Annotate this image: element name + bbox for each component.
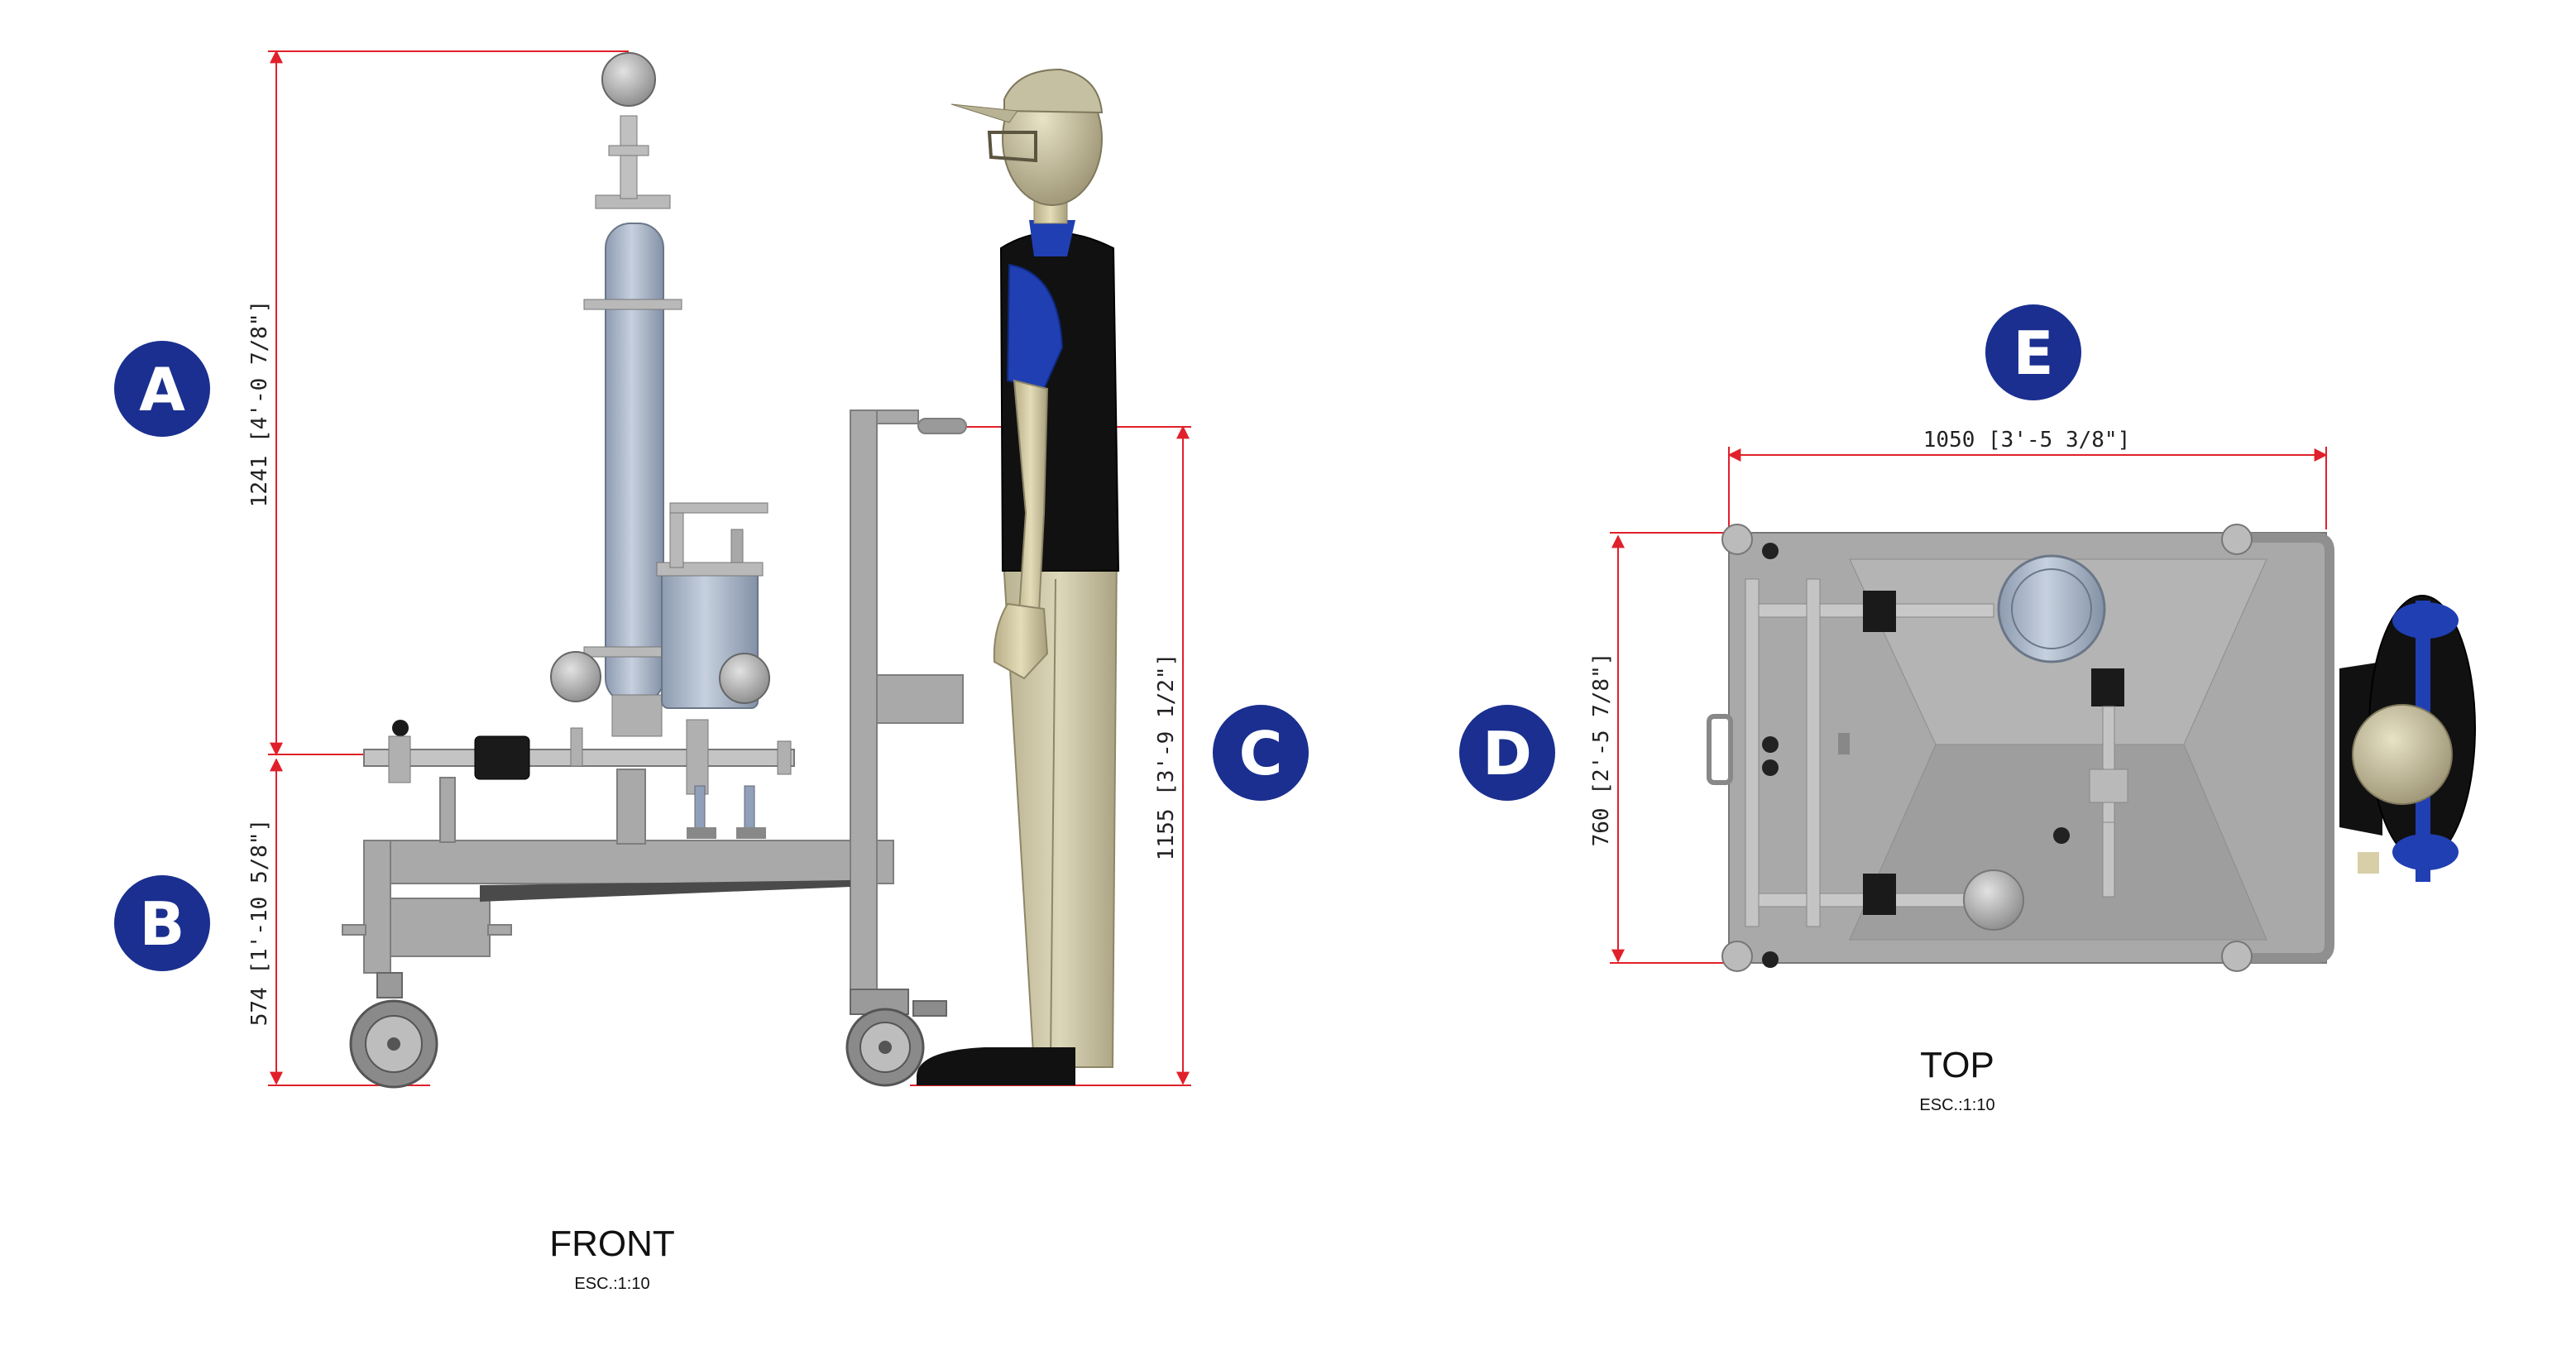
filter-vessel — [583, 52, 682, 737]
pump-head-icon — [1963, 869, 2024, 931]
badge-a-letter: A — [139, 355, 185, 424]
dimension-e-label: 1050 [3'-5 3/8"] — [1923, 428, 2130, 453]
valve-knob-icon — [392, 720, 409, 736]
badge-c: C — [1213, 705, 1309, 801]
cap-icon — [1003, 68, 1104, 114]
push-handle — [2234, 533, 2334, 963]
left-gauge-icon — [550, 651, 601, 702]
badge-c-letter: C — [1239, 719, 1283, 788]
front-view-scale: ESC.:1:10 — [574, 1275, 649, 1293]
human-figure — [917, 68, 1120, 1085]
manifold-piping — [363, 719, 795, 839]
top-view-scale: ESC.:1:10 — [1919, 1096, 1994, 1114]
human-top — [2339, 595, 2476, 882]
left-caster — [349, 972, 438, 1089]
pump-motor — [474, 735, 530, 780]
dimension-d-label: 760 [2'-5 7/8"] — [1589, 653, 1614, 847]
front-view: 1241 [4'-0 7/8"] 574 [1'-10 5/8"] 1155 [… — [247, 50, 1191, 1293]
badge-d-letter: D — [1482, 719, 1532, 788]
top-gauge-icon — [601, 52, 656, 107]
dimension-c-label: 1155 [3'-9 1/2"] — [1154, 654, 1179, 860]
dimension-b: 574 [1'-10 5/8"] — [247, 758, 430, 1086]
filter-housing-icon — [1997, 554, 2106, 663]
side-handle — [1707, 714, 1733, 785]
badge-b: B — [114, 875, 210, 971]
cart-frame — [342, 409, 967, 990]
safety-glasses-icon — [987, 131, 1037, 163]
badge-d: D — [1459, 705, 1555, 801]
right-gauge-icon — [719, 653, 770, 704]
badge-a: A — [114, 341, 210, 437]
dimension-a: 1241 [4'-0 7/8"] — [247, 50, 629, 756]
top-view-title: TOP — [1920, 1045, 1994, 1085]
badge-e-letter: E — [2013, 318, 2053, 388]
top-view: 1050 [3'-5 3/8"] 760 [2'-5 7/8"] — [1589, 428, 2476, 1114]
badge-b-letter: B — [140, 889, 185, 959]
dimension-d: 760 [2'-5 7/8"] — [1589, 532, 1729, 964]
right-caster — [845, 989, 947, 1087]
front-view-title: FRONT — [549, 1224, 675, 1264]
dimension-b-label: 574 [1'-10 5/8"] — [247, 819, 272, 1026]
dimension-e: 1050 [3'-5 3/8"] — [1727, 428, 2328, 529]
badge-e: E — [1985, 304, 2081, 400]
cart-top — [1707, 524, 2334, 972]
dimension-a-label: 1241 [4'-0 7/8"] — [247, 300, 272, 507]
